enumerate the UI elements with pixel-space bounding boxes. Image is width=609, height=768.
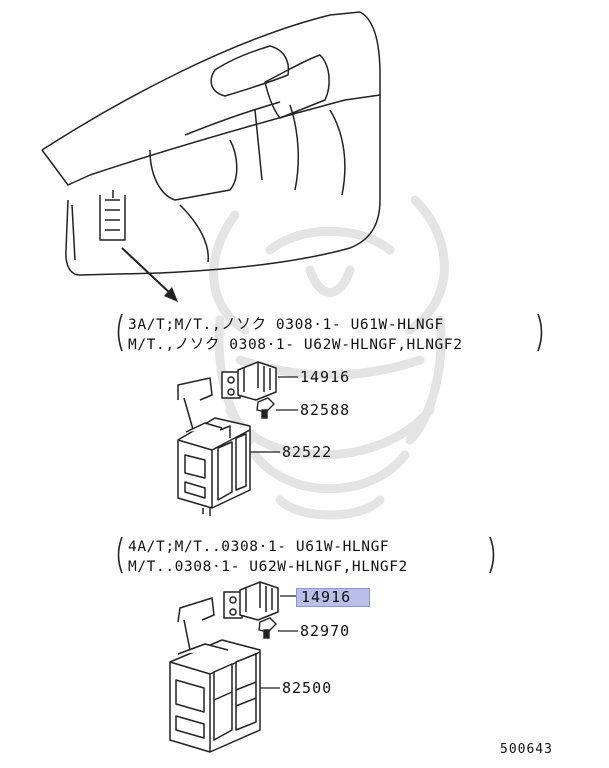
condition-group1-line1: 3A/T;M/T.,ノソク 0308·1- U61W-HLNGF (128, 317, 444, 333)
bolt-82970 (258, 617, 277, 639)
part-label-box-group1[interactable]: 82522 (282, 443, 333, 461)
relay-14916-group1 (177, 361, 277, 441)
part-label-relay-group2-highlighted[interactable]: 14916 (296, 588, 371, 607)
condition-group1-line2: M/T.,ノソク 0308·1- U62W-HLNGF,HLNGF2 (128, 337, 463, 353)
part-label-relay-group1[interactable]: 14916 (300, 368, 351, 386)
dashboard-illustration (41, 11, 381, 276)
arrow-icon (121, 247, 178, 302)
part-label-bolt-group1[interactable]: 82588 (300, 401, 351, 419)
control-box-82522 (177, 417, 251, 516)
part-label-bolt-group2[interactable]: 82970 (300, 622, 351, 640)
condition-group2-line2: M/T..0308·1- U62W-HLNGF,HLNGF2 (128, 559, 408, 575)
condition-group2-line1: 4A/T;M/T..0308·1- U61W-HLNGF (128, 539, 390, 555)
relay-14916-group2 (177, 581, 279, 651)
bolt-82588 (256, 397, 275, 419)
control-box-82500 (169, 639, 261, 753)
part-label-box-group2[interactable]: 82500 (282, 679, 333, 697)
figure-id: 500643 (500, 742, 553, 757)
